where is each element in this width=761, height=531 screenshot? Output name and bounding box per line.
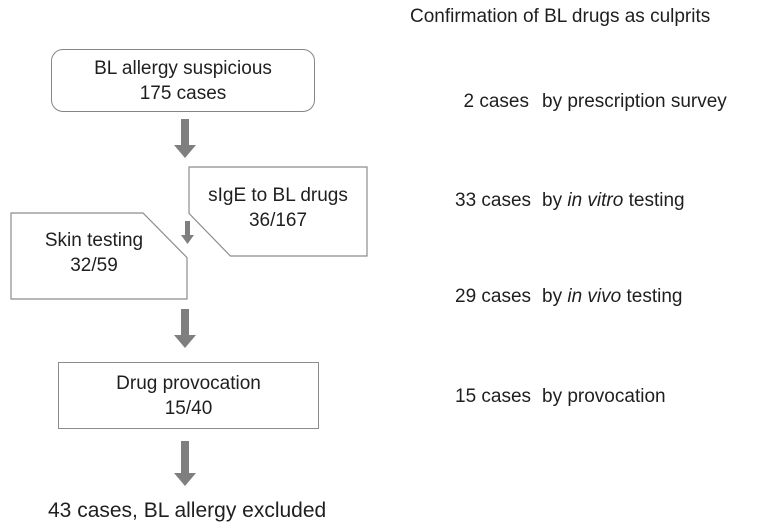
sige-box-outline <box>188 166 368 257</box>
outcome-text: 43 cases, BL allergy excluded <box>48 499 327 522</box>
confirmation-method: by <box>542 286 568 307</box>
skin-testing-box-count: 32/59 <box>70 255 118 276</box>
confirmation-row: 29 cases by in vivo testing <box>455 286 682 308</box>
confirmation-method-suffix: testing <box>621 286 683 307</box>
sige-box: sIgE to BL drugs 36/167 <box>188 166 368 257</box>
confirmation-row: 2 cases by prescription survey <box>455 91 727 113</box>
confirmation-row: 33 cases by in vitro testing <box>455 190 685 212</box>
drug-provocation-box-count: 15/40 <box>164 397 213 419</box>
skin-testing-box-outline <box>10 212 188 300</box>
down-arrow-small-icon <box>181 221 194 249</box>
sige-box-label: sIgE to BL drugs <box>208 184 348 206</box>
confirmation-method: by <box>542 190 568 211</box>
drug-provocation-box-label: Drug provocation <box>116 372 261 394</box>
confirmation-row: 15 cases by provocation <box>455 386 666 408</box>
sige-box-count: 36/167 <box>248 209 308 231</box>
confirmation-method: by prescription survey <box>542 91 727 112</box>
confirmation-count: 15 cases <box>455 386 532 407</box>
down-arrow-icon <box>174 309 196 353</box>
skin-testing-box-label: Skin testing <box>44 230 144 251</box>
down-arrow-icon <box>174 441 196 491</box>
start-box: BL allergy suspicious 175 cases <box>51 49 315 112</box>
confirmation-title: Confirmation of BL drugs as culprits <box>410 6 711 27</box>
confirmation-method-italic: in vivo <box>567 286 622 307</box>
start-box-label: BL allergy suspicious <box>94 57 272 79</box>
confirmation-method-italic: in vitro <box>567 190 624 211</box>
down-arrow-icon <box>174 119 196 163</box>
skin-testing-box: Skin testing 32/59 <box>10 212 188 300</box>
confirmation-method-suffix: testing <box>623 190 685 211</box>
confirmation-method: by provocation <box>542 386 666 407</box>
confirmation-count: 33 cases <box>455 190 532 211</box>
start-box-count: 175 cases <box>139 82 227 104</box>
confirmation-count: 29 cases <box>455 286 532 307</box>
drug-provocation-box: Drug provocation 15/40 <box>58 362 319 429</box>
confirmation-count: 2 cases <box>463 91 529 112</box>
